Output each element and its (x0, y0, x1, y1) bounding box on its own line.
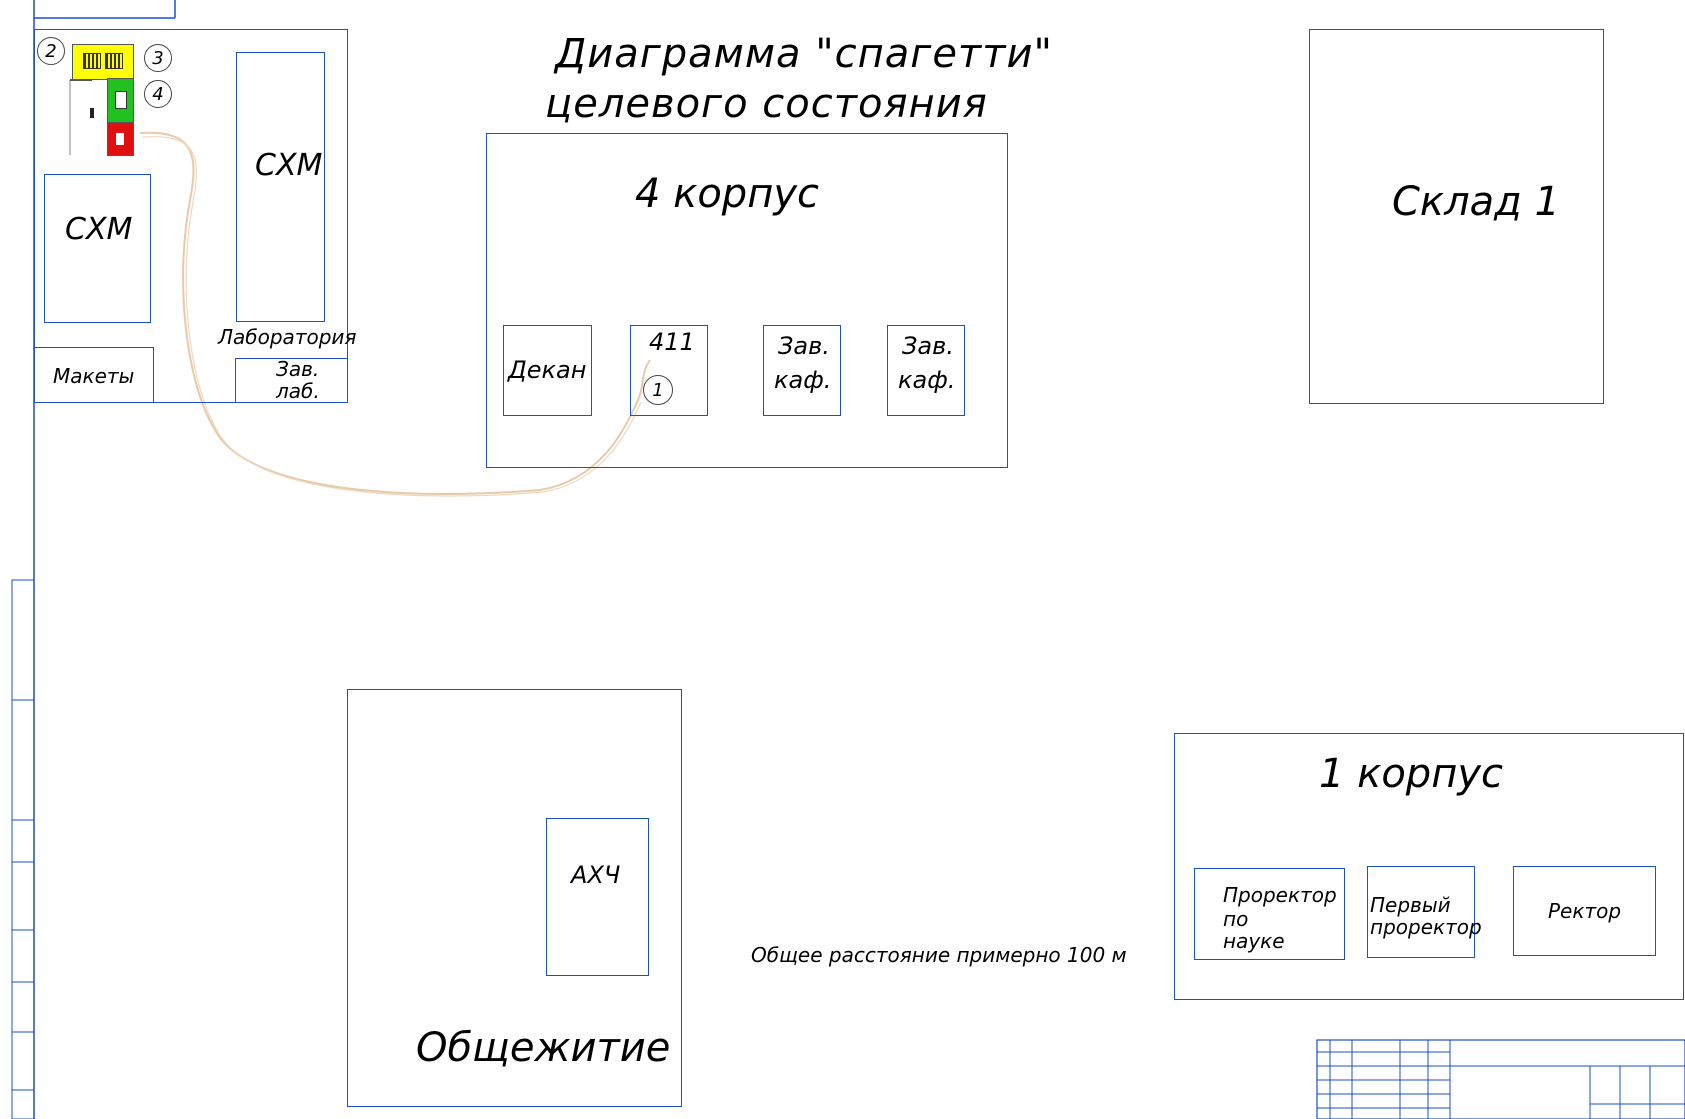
lab-area (34, 29, 348, 403)
lab-head-box: Зав. лаб. (235, 358, 348, 403)
room-411-label: 411 (649, 328, 695, 356)
room-head-dept-1: Зав. каф. (763, 325, 841, 416)
building-4: 4 корпус (486, 133, 1008, 468)
marker-1: 1 (643, 375, 673, 405)
vice-science-line3: науке (1223, 929, 1285, 953)
first-vice-line2: проректор (1370, 915, 1482, 939)
room-411: 411 (630, 325, 708, 416)
building-1-title: 1 корпус (1319, 751, 1504, 797)
room-head-dept-1-line2: каф. (774, 366, 832, 394)
vice-science-line1: Проректор (1223, 883, 1337, 907)
movement-path (139, 131, 651, 495)
vice-science-line2: по (1223, 907, 1249, 931)
marker-4: 4 (144, 80, 172, 108)
mockups-box: Макеты (34, 347, 154, 403)
total-distance-note: Общее расстояние примерно 100 м (751, 943, 1127, 967)
room-vice-rector-science: Проректор по науке (1194, 868, 1345, 960)
room-ahch: АХЧ (546, 818, 649, 976)
cxm-right-label: СХМ (255, 148, 323, 183)
diagram-title-line1: Диаграмма "спагетти" (555, 31, 1053, 77)
building-4-title: 4 корпус (635, 171, 820, 217)
room-dean: Декан (503, 325, 592, 416)
mockups-label: Макеты (53, 364, 135, 388)
station-red (107, 122, 134, 156)
lab-head-label-line2: лаб. (276, 379, 320, 403)
cxm-left-label: СХМ (65, 212, 133, 247)
room-first-vice-rector: Первый проректор (1367, 866, 1482, 958)
dormitory-title: Общежитие (416, 1025, 671, 1071)
room-head-dept-2-line2: каф. (898, 366, 956, 394)
station-green (107, 78, 134, 124)
diagram-title-line2: целевого состояния (545, 81, 988, 127)
warehouse-title: Склад 1 (1392, 179, 1560, 225)
room-dean-label: Декан (508, 356, 587, 384)
cxm-right-box: СХМ (236, 52, 325, 322)
room-head-dept-1-line1: Зав. (778, 332, 830, 360)
room-ahch-label: АХЧ (571, 861, 621, 889)
laboratory-label: Лаборатория (218, 325, 357, 349)
room-rector: Ректор (1513, 866, 1656, 956)
dormitory: Общежитие (347, 689, 682, 1107)
building-1: 1 корпус (1174, 733, 1684, 1000)
marker-2: 2 (37, 37, 65, 65)
room-head-dept-2-line1: Зав. (902, 332, 954, 360)
lab-head-label-line1: Зав. (276, 357, 320, 381)
room-head-dept-2: Зав. каф. (887, 325, 965, 416)
cxm-left-box: СХМ (44, 174, 151, 323)
marker-3: 3 (144, 44, 172, 72)
first-vice-line1: Первый (1370, 893, 1451, 917)
rector-label: Ректор (1548, 899, 1622, 923)
warehouse-1: Склад 1 (1309, 29, 1604, 404)
station-yellow (72, 44, 134, 80)
